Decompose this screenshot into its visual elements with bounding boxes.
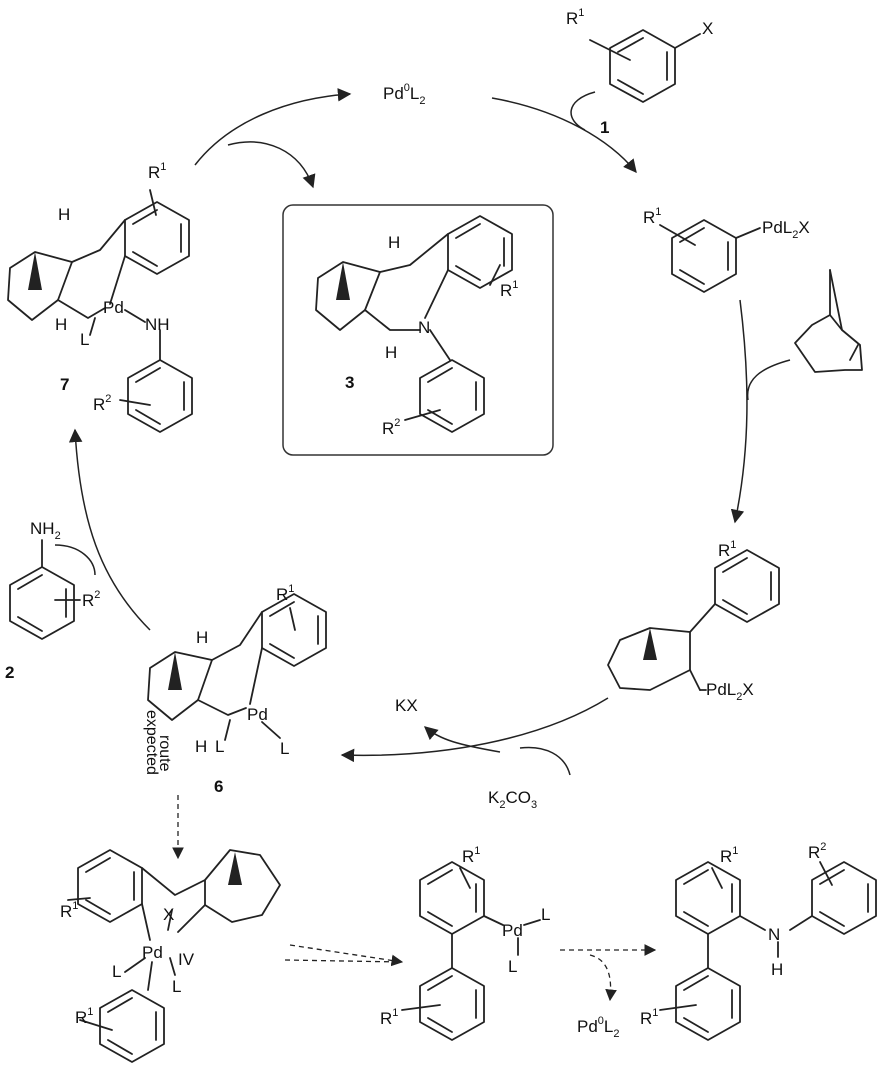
svg-text:R2: R2 (808, 841, 826, 862)
arrow-6-to-7 (68, 428, 151, 631)
arrow-norbornene-entry (746, 359, 791, 401)
svg-text:R1: R1 (148, 161, 166, 182)
product-3: N H H R1 R2 3 (315, 215, 518, 438)
biaryl-pd-complex: Pd L L R1 R1 (380, 845, 550, 1041)
dashed-arrow-pdiv-to-biaryl (289, 944, 404, 967)
svg-text:R1: R1 (566, 7, 584, 28)
svg-text:H: H (58, 205, 70, 224)
svg-text:X: X (702, 19, 713, 38)
arrow-pd0-to-oxadd (491, 97, 637, 174)
svg-text:7: 7 (60, 375, 69, 394)
svg-text:R1: R1 (640, 1007, 658, 1028)
arrow-kx-release (423, 726, 501, 753)
svg-text:X: X (163, 905, 174, 924)
svg-text:L: L (280, 739, 289, 758)
svg-text:L: L (172, 977, 181, 996)
svg-text:2: 2 (5, 663, 14, 682)
pd0-catalyst-bottom: Pd0L2 (577, 1015, 620, 1040)
arrow-7-to-product-3 (227, 141, 316, 189)
cycle-arrows (54, 88, 791, 776)
svg-text:R1: R1 (462, 845, 480, 866)
svg-text:H: H (55, 315, 67, 334)
svg-text:Pd: Pd (502, 921, 523, 940)
svg-text:Pd0L2: Pd0L2 (383, 82, 426, 107)
norbornene (794, 269, 863, 373)
svg-text:R2: R2 (93, 393, 111, 414)
svg-text:H: H (388, 233, 400, 252)
svg-text:NH: NH (145, 315, 170, 334)
amine-2: NH2 R2 2 (5, 519, 100, 682)
arrow-amine-entry (54, 544, 96, 576)
svg-text:R2: R2 (82, 589, 100, 610)
svg-text:H: H (196, 628, 208, 647)
svg-text:H: H (385, 343, 397, 362)
svg-text:NH2: NH2 (30, 519, 61, 542)
svg-text:PdL2X: PdL2X (706, 680, 754, 703)
aryl-halide-1: X R1 1 (566, 7, 713, 137)
expected-route-label: expected route (143, 710, 173, 775)
svg-text:Pd: Pd (103, 298, 124, 317)
pd0-catalyst-top: Pd0L2 (383, 82, 426, 107)
palladacycle-7: Pd L NH H H R1 R2 7 (7, 161, 193, 433)
svg-text:expected: expected (143, 710, 160, 775)
svg-text:R1: R1 (276, 583, 294, 604)
svg-text:R1: R1 (500, 279, 518, 300)
svg-text:3: 3 (345, 373, 354, 392)
palladacycle-6: Pd L L H H R1 6 (147, 583, 327, 796)
kx-byproduct: KX (395, 696, 418, 715)
dashed-arrow-pd0-release (589, 954, 617, 1002)
svg-text:N: N (768, 925, 780, 944)
oxidative-addition-complex: PdL2X R1 (643, 206, 810, 293)
carbopalladation-complex: PdL2X R1 (607, 539, 780, 703)
svg-text:H: H (195, 737, 207, 756)
svg-text:R1: R1 (643, 206, 661, 227)
arrow-7-to-pd0 (194, 88, 352, 166)
svg-text:1: 1 (600, 118, 609, 137)
svg-text:H: H (771, 960, 783, 979)
arrow-carbo-to-6 (340, 697, 609, 763)
svg-text:6: 6 (214, 777, 223, 796)
svg-text:R2: R2 (382, 417, 400, 438)
svg-text:R1: R1 (718, 539, 736, 560)
amination-product: N H R1 R2 R1 (640, 841, 877, 1041)
svg-text:R1: R1 (380, 1007, 398, 1028)
svg-text:R1: R1 (60, 900, 78, 921)
product-3-box (282, 204, 554, 456)
svg-text:L: L (80, 330, 89, 349)
svg-text:R1: R1 (75, 1006, 93, 1027)
expected-route-arrows (172, 795, 657, 1002)
arrow-aryl-halide-entry (570, 91, 596, 131)
svg-text:N: N (418, 318, 430, 337)
svg-text:L: L (112, 962, 121, 981)
svg-text:Pd: Pd (247, 705, 268, 724)
pd-iv-intermediate: Pd X IV L L R1 R1 (60, 849, 281, 1063)
svg-text:IV: IV (178, 950, 195, 969)
arrow-oxadd-to-carbo (730, 299, 748, 524)
svg-text:L: L (215, 737, 224, 756)
svg-text:Pd: Pd (142, 943, 163, 962)
svg-text:R1: R1 (720, 845, 738, 866)
svg-text:L: L (541, 905, 550, 924)
arrow-k2co3-entry (519, 746, 571, 776)
k2co3-base: K2CO3 (488, 788, 537, 811)
svg-text:L: L (508, 957, 517, 976)
svg-text:PdL2X: PdL2X (762, 218, 810, 241)
svg-text:route: route (156, 735, 173, 772)
